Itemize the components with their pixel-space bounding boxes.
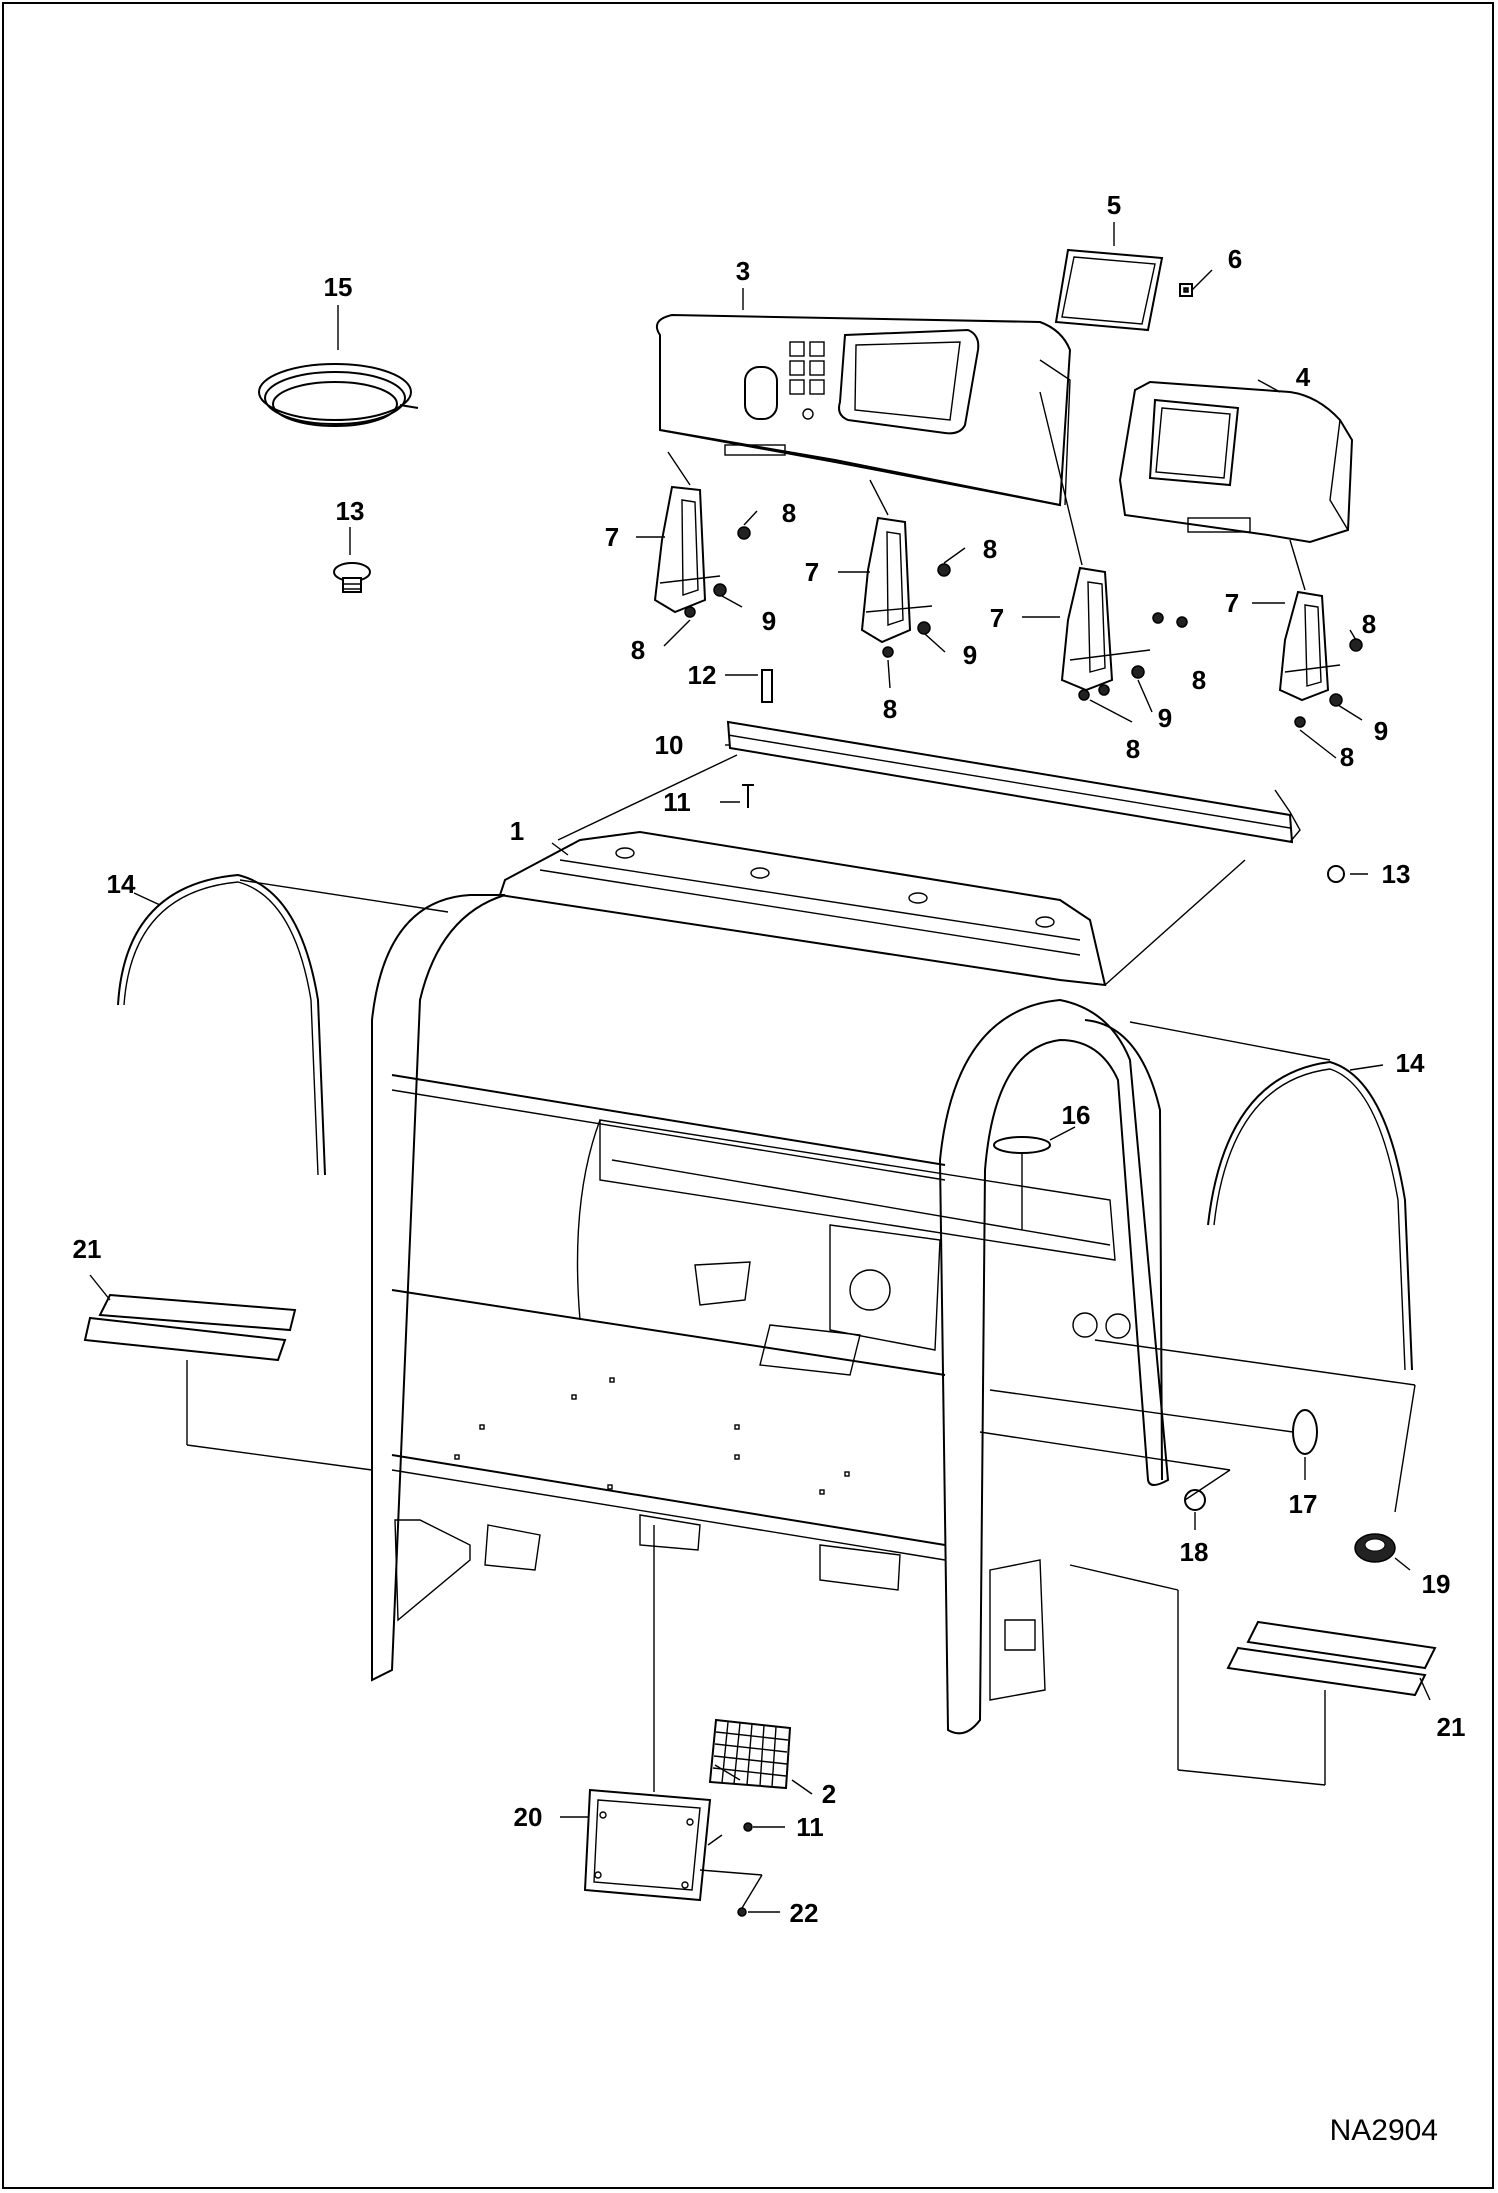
callout-10: 10 [655, 730, 684, 760]
part-22-nut [737, 1907, 747, 1917]
part-14-seal-right [1207, 1060, 1413, 1371]
callout-7: 7 [1225, 588, 1239, 618]
callout-8: 8 [1126, 734, 1140, 764]
callout-14: 14 [1396, 1048, 1425, 1078]
callout-4: 4 [1296, 362, 1311, 392]
callout-13: 13 [336, 496, 365, 526]
callout-20: 20 [514, 1802, 543, 1832]
callout-8: 8 [1362, 609, 1376, 639]
callout-21: 21 [1437, 1712, 1466, 1742]
part-7-bracket-3 [1060, 566, 1188, 701]
callout-1: 1 [510, 816, 524, 846]
callout-15: 15 [324, 272, 353, 302]
part-15-hose-coil [258, 363, 419, 427]
callout-8: 8 [1340, 742, 1354, 772]
part-13-push-plug [333, 562, 371, 593]
callout-22: 22 [790, 1898, 819, 1928]
callout-3: 3 [736, 256, 750, 286]
part-19-dome-plug [1354, 1533, 1396, 1563]
part-4-side-panel [1118, 380, 1354, 544]
callout-21: 21 [73, 1234, 102, 1264]
part-7-bracket-4 [1278, 590, 1363, 728]
part-12-pin [761, 669, 773, 703]
callout-14: 14 [107, 869, 136, 899]
callout-11: 11 [796, 1812, 824, 1842]
part-7-bracket-2 [860, 516, 951, 658]
callout-11: 11 [663, 787, 691, 817]
part-21-step-pads-left [83, 1293, 297, 1362]
callout-17: 17 [1289, 1489, 1318, 1519]
callout-16: 16 [1062, 1100, 1091, 1130]
assembly-leader-lines [186, 754, 1416, 1909]
callout-9: 9 [1158, 703, 1172, 733]
callout-leaders [89, 222, 1431, 1913]
callout-8: 8 [631, 635, 645, 665]
callout-12: 12 [688, 660, 717, 690]
part-2-grille [708, 1718, 792, 1790]
callout-8: 8 [782, 498, 796, 528]
part-14-seal-left [117, 873, 326, 1176]
callout-9: 9 [762, 606, 776, 636]
part-16-slot-cover [993, 1136, 1051, 1154]
callout-5: 5 [1107, 190, 1121, 220]
callout-7: 7 [805, 557, 819, 587]
part-3-dash-panel [656, 313, 1072, 507]
callout-2: 2 [822, 1779, 836, 1809]
drawing-id: NA2904 [1330, 2114, 1438, 2147]
callout-9: 9 [1374, 716, 1388, 746]
part-11-screw-lower [743, 1822, 753, 1832]
callout-8: 8 [1192, 665, 1206, 695]
callout-8: 8 [983, 534, 997, 564]
part-5-lens [1054, 248, 1164, 332]
callout-9: 9 [963, 640, 977, 670]
part-13-plug-right [1327, 865, 1345, 883]
part-20-access-plate [583, 1788, 712, 1902]
callout-8: 8 [883, 694, 897, 724]
part-17-round-cover [1292, 1409, 1318, 1455]
panel-to-bracket-leaders [667, 391, 1306, 591]
callout-6: 6 [1228, 244, 1242, 274]
part-6-clip [1179, 283, 1193, 297]
callout-7: 7 [605, 522, 619, 552]
part-7-bracket-1 [653, 485, 751, 618]
part-1-cab-frame [371, 830, 1170, 1735]
callout-13: 13 [1382, 859, 1411, 889]
callout-7: 7 [990, 603, 1004, 633]
part-10-rail [726, 720, 1301, 844]
callout-labels: 15 13 3 5 6 4 7 7 7 7 8 8 8 8 8 8 8 8 9 … [73, 190, 1466, 1928]
part-21-step-pads-right [1226, 1620, 1437, 1697]
part-11-screw-upper [742, 784, 754, 808]
callout-19: 19 [1422, 1569, 1451, 1599]
callout-18: 18 [1180, 1537, 1209, 1567]
